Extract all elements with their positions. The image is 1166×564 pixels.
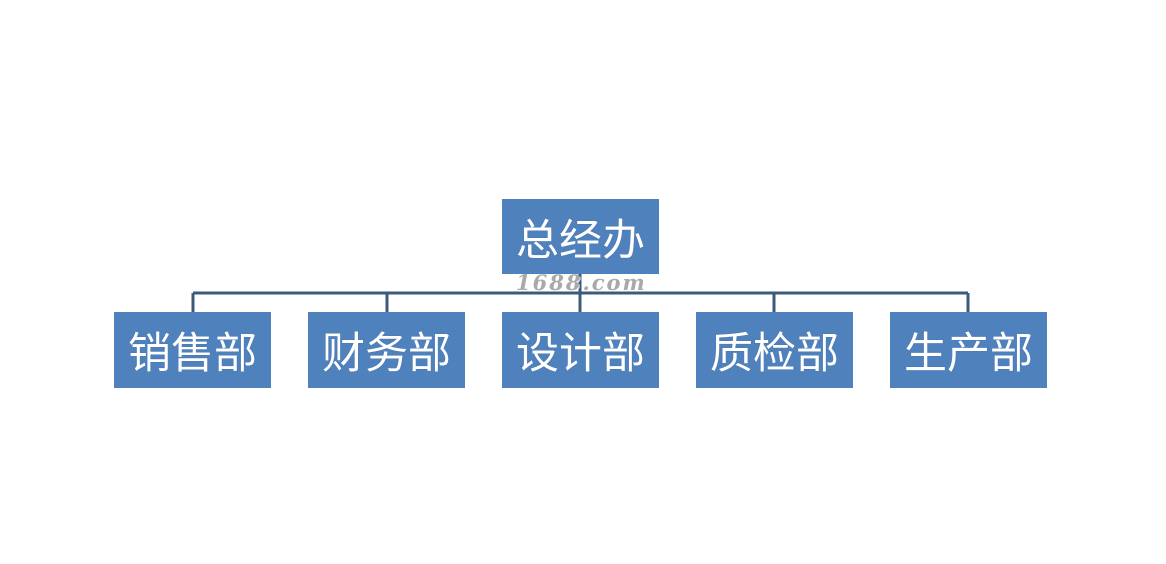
node-production-department: 生产部	[890, 312, 1047, 388]
node-sales-department: 销售部	[114, 312, 271, 388]
node-general-office-label: 总经办	[516, 215, 645, 266]
node-design-department-label: 设计部	[516, 329, 645, 379]
node-production-department-label: 生产部	[904, 329, 1033, 379]
node-finance-department-label: 财务部	[322, 329, 451, 379]
node-sales-department-label: 销售部	[128, 329, 257, 379]
node-general-office: 总经办	[502, 199, 659, 274]
node-quality-department: 质检部	[696, 312, 853, 388]
node-quality-department-label: 质检部	[710, 329, 839, 379]
node-finance-department: 财务部	[308, 312, 465, 388]
node-design-department: 设计部	[502, 312, 659, 388]
